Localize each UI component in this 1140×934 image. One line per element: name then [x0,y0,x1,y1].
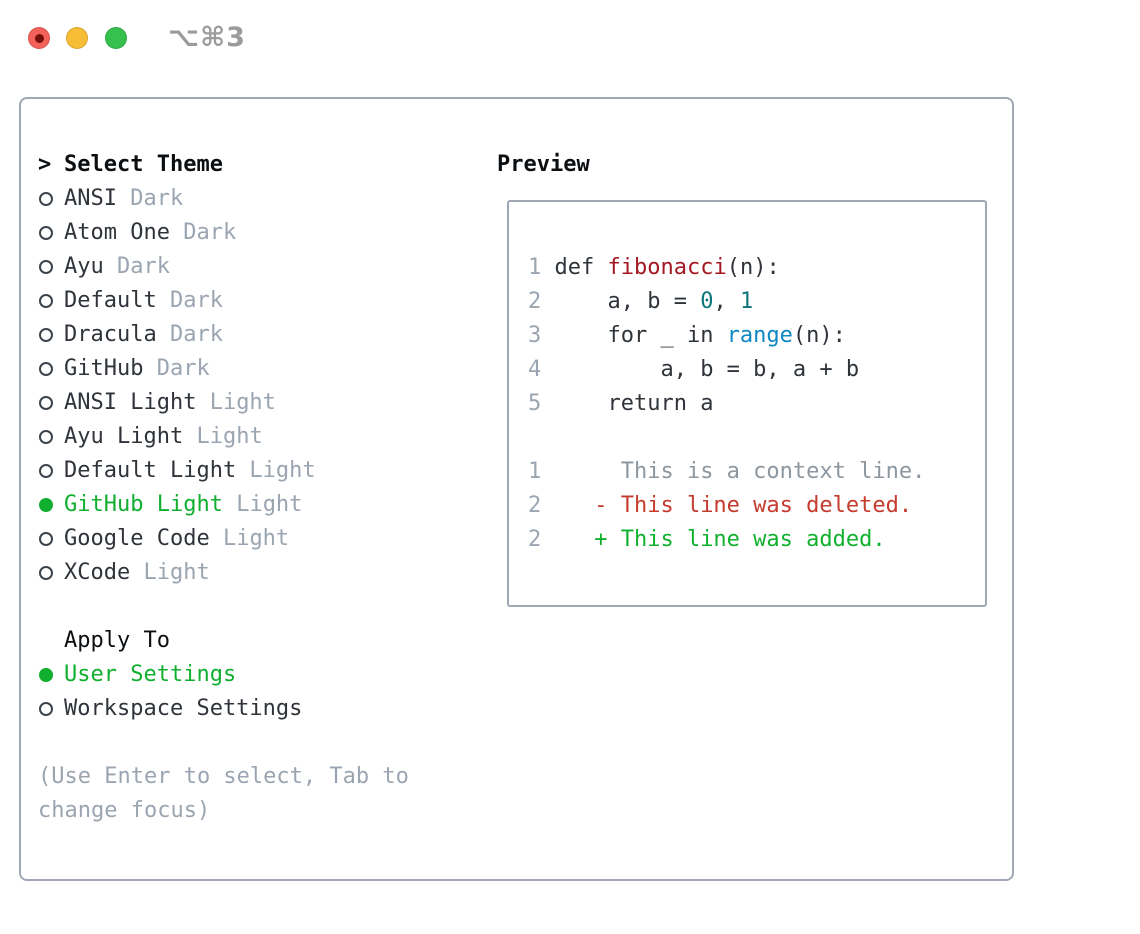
option-label: Google Code [64,526,210,551]
line-number: 2 [528,289,542,314]
select-theme-header: > Select Theme [38,148,478,182]
window-title: ⌥⌘3 [168,22,246,53]
preview-line: 5 return a [528,391,714,416]
option-tag: Dark [156,288,223,313]
radio-icon [39,532,53,546]
unsaved-dot-icon [34,33,44,43]
radio-icon [39,294,53,308]
preview-line: 1 def fibonacci(n): [528,255,780,280]
apply-to-title: Apply To [64,628,170,653]
option-label: ANSI Light [64,390,197,415]
prompt-icon: > [38,152,52,177]
option-tag: Light [209,526,290,551]
preview-box: 1 def fibonacci(n): 2 a, b = 0, 1 3 for _ … [507,200,987,607]
preview-line [528,421,925,455]
option-tag: Light [183,424,263,449]
theme-option[interactable]: ANSI Light Light [38,386,478,420]
theme-option[interactable]: Google Code Light [38,522,478,556]
radio-icon [39,192,53,206]
titlebar: ⌥⌘3 [0,0,1140,76]
spacer-row [38,590,478,624]
option-label: Workspace Settings [64,696,303,721]
preview-line: 1 This is a context line. [528,459,926,484]
option-label: GitHub [64,356,144,381]
line-number: 2 [528,493,542,518]
radio-icon [39,566,53,580]
option-tag: Light [236,458,316,483]
theme-option[interactable]: XCode Light [38,556,478,590]
help-text-line1: (Use Enter to select, Tab to [38,764,409,789]
theme-option[interactable]: Ayu Dark [38,250,478,284]
theme-option[interactable]: Ayu Light Light [38,420,478,454]
radio-icon [39,396,53,410]
radio-icon [39,260,53,274]
radio-icon [39,362,53,376]
option-tag: Light [196,390,276,415]
preview-code: 1 def fibonacci(n): 2 a, b = 0, 1 3 for _ … [528,251,925,557]
theme-option[interactable]: ANSI Dark [38,182,478,216]
radio-icon [39,328,53,342]
option-tag: Dark [103,254,170,279]
option-tag: Dark [156,322,223,347]
zoom-button[interactable] [105,27,127,49]
option-label: XCode [64,560,131,585]
option-tag: Dark [143,356,210,381]
option-tag: Light [222,492,303,517]
option-label: User Settings [64,662,237,687]
theme-option[interactable]: Default Dark [38,284,478,318]
line-number: 1 [528,255,542,280]
option-label: Atom One [64,220,170,245]
option-label: ANSI [64,186,117,211]
preview-line: 3 for _ in range(n): [528,323,846,348]
option-label: Default [64,288,157,313]
preview-line: 2 a, b = 0, 1 [528,289,754,314]
option-label: Ayu [64,254,104,279]
radio-icon [39,702,53,716]
select-theme-title: Select Theme [64,152,223,177]
preview-line: 2 - This line was deleted. [528,493,913,518]
theme-option[interactable]: GitHub Light Light [38,488,478,522]
minimize-button[interactable] [66,27,88,49]
option-tag: Light [130,560,210,585]
spacer-row [38,726,478,760]
line-number: 2 [528,527,542,552]
apply-to-option[interactable]: Workspace Settings [38,692,478,726]
preview-title: Preview [497,152,590,177]
radio-icon [39,430,53,444]
help-text-line2: change focus) [38,798,211,823]
theme-option[interactable]: GitHub Dark [38,352,478,386]
option-tag: Dark [116,186,184,211]
close-button[interactable] [28,27,50,49]
radio-icon [39,226,53,240]
apply-to-header: Apply To [38,624,478,658]
theme-option[interactable]: Default Light Light [38,454,478,488]
line-number: 1 [528,459,542,484]
preview-line: 2 + This line was added. [528,527,886,552]
radio-selected-icon [39,668,53,682]
line-number: 4 [528,357,542,382]
option-label: Dracula [64,322,157,347]
option-label: Ayu Light [64,424,184,449]
radio-selected-icon [39,498,53,512]
theme-option[interactable]: Dracula Dark [38,318,478,352]
option-tag: Dark [169,220,237,245]
preview-line: 4 a, b = b, a + b [528,357,860,382]
apply-to-option[interactable]: User Settings [38,658,478,692]
line-number: 5 [528,391,542,416]
option-label: Default Light [64,458,237,483]
radio-icon [39,464,53,478]
theme-option[interactable]: Atom One Dark [38,216,478,250]
option-label: GitHub Light [64,492,223,517]
line-number: 3 [528,323,542,348]
